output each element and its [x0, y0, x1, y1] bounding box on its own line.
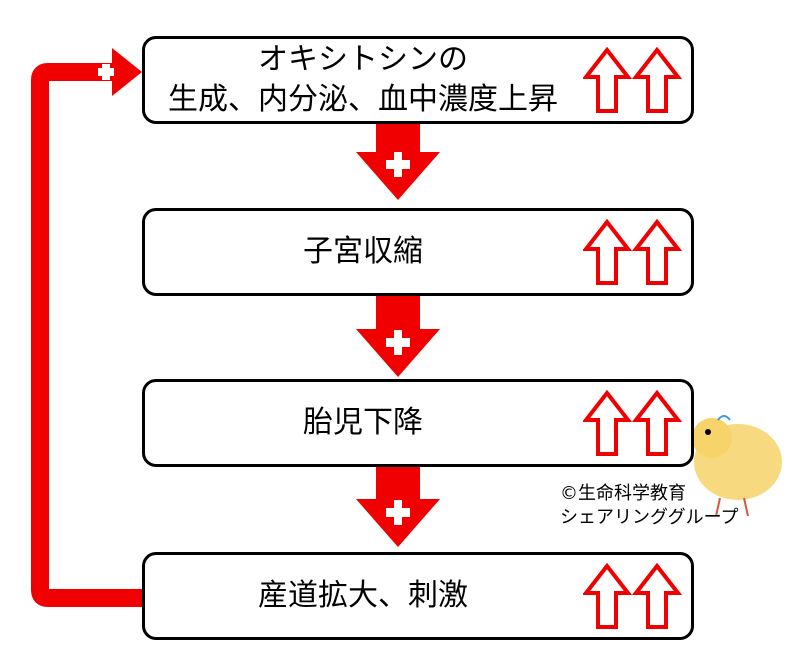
- chick-illustration: [682, 415, 782, 517]
- feedback-loop-line: [31, 63, 150, 607]
- feedback-plus-icon: [98, 64, 114, 80]
- down-arrow-1: [356, 120, 440, 200]
- step-label: 子宮収縮: [303, 234, 423, 269]
- down-arrow-3: [356, 465, 440, 547]
- step-label: 産道拡大、刺激: [258, 578, 468, 613]
- step-box-oxytocin: オキシトシンの 生成、内分泌、血中濃度上昇: [142, 36, 694, 124]
- double-up-arrow-icon: [583, 563, 683, 629]
- feedback-loop-arrowhead: [112, 48, 142, 96]
- double-up-arrow-icon: [583, 47, 683, 113]
- copyright-credit: ©生命科学教育 シェアリンググループ: [560, 483, 739, 528]
- double-up-arrow-icon: [583, 390, 683, 456]
- step-label: オキシトシンの 生成、内分泌、血中濃度上昇: [168, 42, 558, 117]
- step-box-fetal-descent: 胎児下降: [142, 379, 694, 467]
- down-arrow-2: [356, 295, 440, 377]
- step-box-birth-canal: 産道拡大、刺激: [142, 552, 694, 640]
- double-up-arrow-icon: [583, 219, 683, 285]
- step-box-uterine-contraction: 子宮収縮: [142, 208, 694, 296]
- step-label: 胎児下降: [303, 405, 423, 440]
